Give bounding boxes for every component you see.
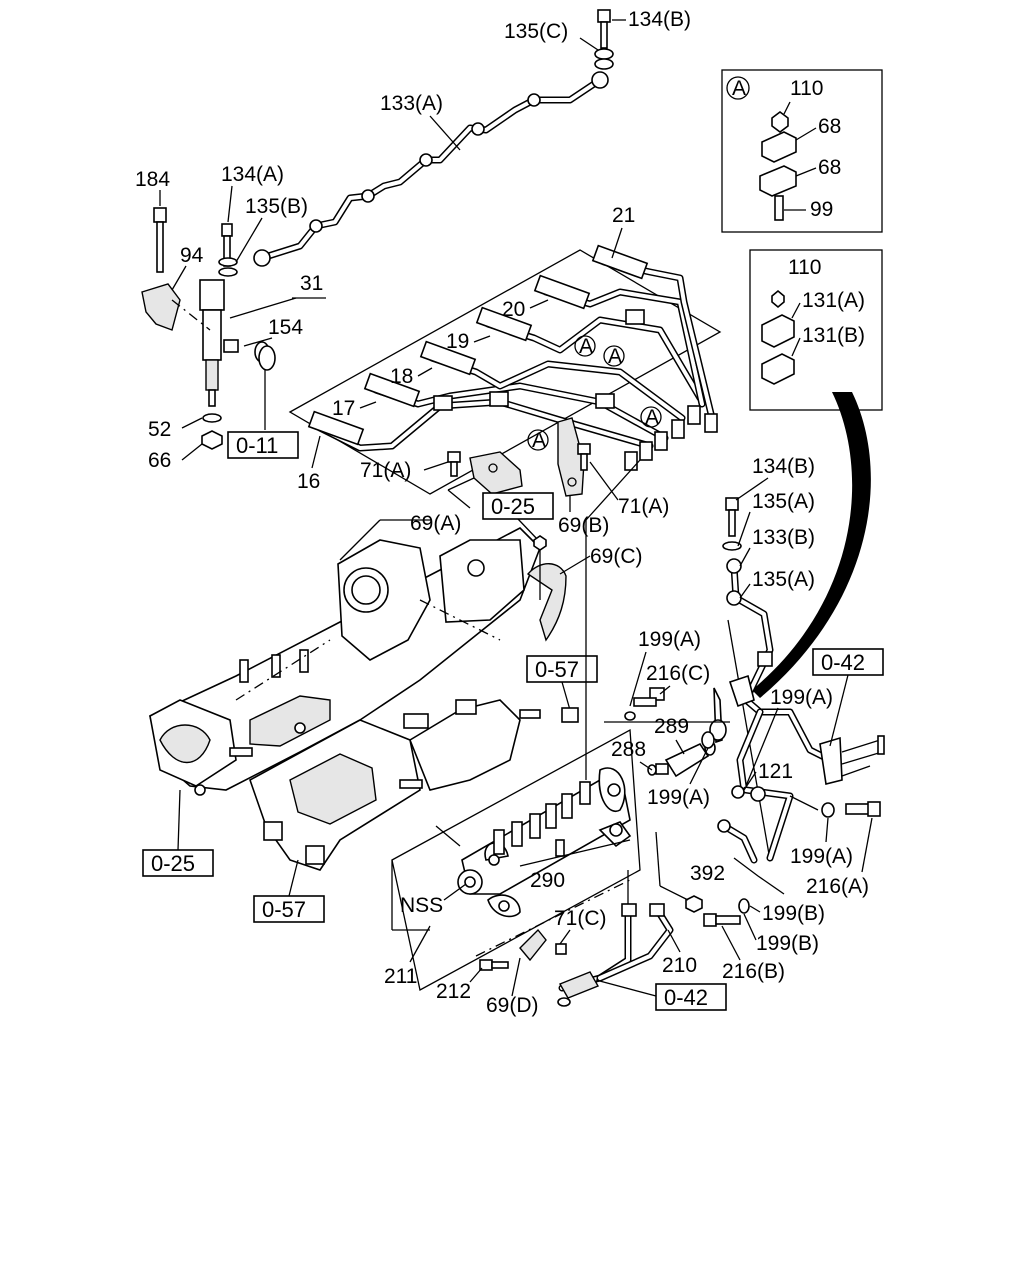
label-135a-1: 135(A) — [752, 490, 815, 513]
rail-group-outline — [391, 728, 641, 991]
label-135a-2: 135(A) — [752, 568, 815, 591]
pressure-limiter-289 — [624, 687, 727, 778]
ref-0-25-top: 0-25 — [491, 494, 535, 519]
bracket-69b — [557, 417, 591, 497]
injector-assembly — [141, 207, 276, 450]
label-69b: 69(B) — [558, 514, 609, 537]
clamp-a-parts — [759, 101, 817, 221]
label-210: 210 — [662, 954, 697, 977]
label-69c: 69(C) — [590, 545, 643, 568]
label-216b: 216(B) — [722, 960, 785, 983]
label-66: 66 — [148, 449, 171, 472]
label-131b: 131(B) — [802, 324, 865, 347]
label-199a-2: 199(A) — [647, 786, 710, 809]
label-211: 211 — [384, 965, 417, 988]
ref-box-0-25-left — [142, 849, 214, 877]
label-121: 121 — [758, 760, 793, 783]
detail-box-clamp-b: 110 131(A) 131(B) — [749, 249, 883, 411]
marker-a-1: A — [579, 335, 593, 358]
marker-a-3: A — [645, 406, 659, 429]
ref-box-0-11 — [227, 431, 299, 459]
label-134b-top: 134(B) — [628, 8, 691, 31]
detail-marker-a: A — [732, 77, 746, 100]
label-289: 289 — [654, 715, 689, 738]
common-rail — [457, 767, 632, 918]
label-135c: 135(C) — [504, 20, 568, 43]
ref-box-0-42-right — [812, 648, 884, 676]
label-184: 184 — [135, 168, 170, 191]
return-pipe-133b — [717, 558, 885, 864]
detail-box-clamp-a: A 110 68 68 99 — [721, 69, 883, 233]
eye-bolt-134b-top — [594, 9, 614, 70]
label-216a: 216(A) — [806, 875, 869, 898]
label-71a-2: 71(A) — [618, 495, 669, 518]
label-110-a: 110 — [790, 77, 823, 100]
label-288: 288 — [611, 738, 646, 761]
leak-off-pipe-133a — [253, 71, 609, 267]
label-199b-2: 199(B) — [756, 932, 819, 955]
ref-0-42-right: 0-42 — [821, 650, 865, 675]
label-135b: 135(B) — [245, 195, 308, 218]
ref-0-42-bot: 0-42 — [664, 985, 708, 1010]
label-134a: 134(A) — [221, 163, 284, 186]
marker-a-2: A — [608, 345, 622, 368]
label-68-a: 68 — [818, 115, 841, 138]
label-131a: 131(A) — [802, 289, 865, 312]
label-69d: 69(D) — [486, 994, 539, 1017]
label-19: 19 — [446, 330, 469, 353]
label-199a-4: 199(A) — [790, 845, 853, 868]
label-71c: 71(C) — [554, 907, 607, 930]
label-18: 18 — [390, 365, 413, 388]
label-392: 392 — [690, 862, 725, 885]
detail-leader-curve — [752, 392, 871, 698]
label-71a-1: 71(A) — [360, 459, 411, 482]
label-154: 154 — [268, 316, 303, 339]
fuel-pipe-210 — [479, 903, 674, 1007]
label-110-b: 110 — [788, 256, 821, 279]
label-216c: 216(C) — [646, 662, 710, 685]
label-134b-right: 134(B) — [752, 455, 815, 478]
label-nss: NSS — [400, 894, 443, 917]
label-21: 21 — [612, 204, 635, 227]
ref-0-57-mid: 0-57 — [535, 657, 579, 682]
label-52: 52 — [148, 418, 171, 441]
marker-a-4: A — [532, 429, 546, 452]
bracket-69c — [526, 535, 567, 642]
label-17: 17 — [332, 397, 355, 420]
label-199a-3: 199(A) — [770, 686, 833, 709]
ref-box-0-57-mid — [526, 655, 598, 683]
label-199b-1: 199(B) — [762, 902, 825, 925]
ref-box-0-25-top — [482, 492, 554, 520]
label-199a-1: 199(A) — [638, 628, 701, 651]
eye-bolt-134b-right — [722, 497, 742, 551]
ref-0-57-bot: 0-57 — [262, 897, 306, 922]
label-31: 31 — [300, 272, 323, 295]
label-94: 94 — [180, 244, 204, 267]
injection-pipes — [307, 244, 718, 471]
pipe-group-outline — [288, 249, 722, 495]
label-212: 212 — [436, 980, 471, 1003]
label-99: 99 — [810, 198, 833, 221]
clamp-markers-a: A A A A — [433, 309, 662, 452]
ref-0-11: 0-11 — [236, 433, 278, 458]
clamp-b-parts — [761, 289, 801, 385]
label-290: 290 — [530, 869, 565, 892]
label-68-b: 68 — [818, 156, 841, 179]
label-20: 20 — [502, 298, 525, 321]
label-69a: 69(A) — [410, 512, 461, 535]
label-133b: 133(B) — [752, 526, 815, 549]
ref-box-0-42-bot — [655, 983, 727, 1011]
ref-0-25-left: 0-25 — [151, 851, 195, 876]
label-133a: 133(A) — [380, 92, 443, 115]
throttle-body — [249, 699, 541, 871]
bracket-69a — [447, 451, 523, 495]
label-16: 16 — [297, 470, 320, 493]
intake-manifold — [149, 527, 541, 796]
